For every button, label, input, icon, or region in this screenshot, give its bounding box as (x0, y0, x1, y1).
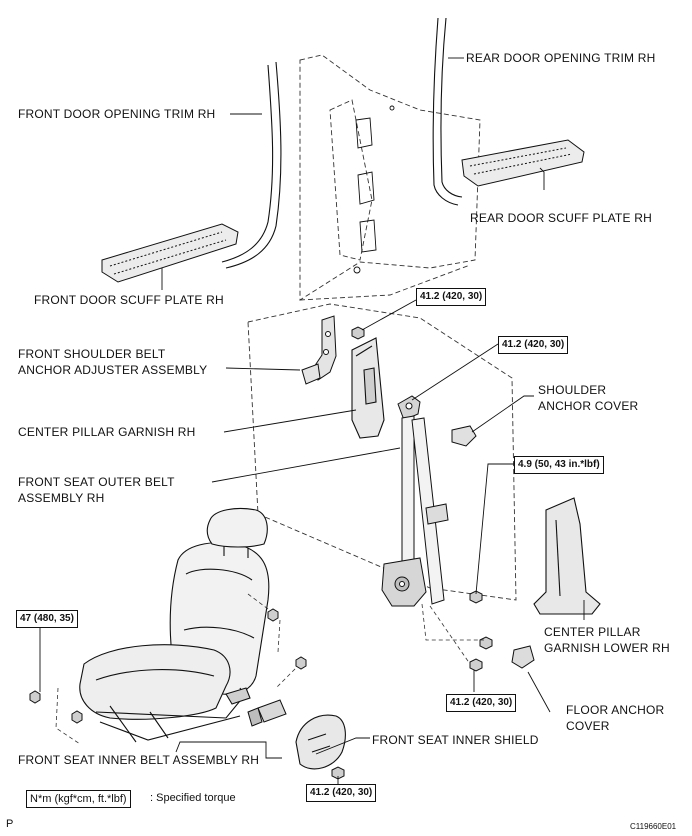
label-outer-belt-line1: FRONT SEAT OUTER BELT (18, 475, 175, 489)
legend-unit-box: N*m (kgf*cm, ft.*lbf) (26, 790, 131, 808)
inner-belt (247, 699, 287, 727)
label-front-door-scuff-plate: FRONT DOOR SCUFF PLATE RH (34, 293, 224, 307)
label-front-door-opening-trim: FRONT DOOR OPENING TRIM RH (18, 107, 216, 121)
inner-shield (295, 714, 346, 770)
retractor (381, 557, 427, 607)
shoulder-anchor (397, 395, 421, 421)
rear-door-opening-trim (432, 17, 463, 206)
label-center-pillar-garnish: CENTER PILLAR GARNISH RH (18, 425, 196, 439)
label-shoulder-anchor-cover-line2: ANCHOR COVER (538, 399, 639, 413)
label-center-pillar-lower-line1: CENTER PILLAR (544, 625, 641, 639)
label-rear-door-opening-trim: REAR DOOR OPENING TRIM RH (466, 51, 656, 65)
torque-retractor-bolt: 4.9 (50, 43 in.*lbf) (514, 456, 604, 474)
torque-shoulder-anchor-bolt: 41.2 (420, 30) (498, 336, 569, 354)
shoulder-belt-adjuster (301, 315, 337, 385)
assembly-dashed-box (247, 303, 517, 601)
label-front-shoulder-belt-line2: ANCHOR ADJUSTER ASSEMBLY (18, 363, 208, 377)
front-door-opening-trim (221, 61, 282, 269)
label-inner-belt: FRONT SEAT INNER BELT ASSEMBLY RH (18, 753, 260, 767)
body-pillar-outline (299, 54, 481, 301)
label-inner-shield: FRONT SEAT INNER SHIELD (372, 733, 539, 747)
torque-inner-belt-bolt: 41.2 (420, 30) (306, 784, 377, 802)
rear-door-scuff-plate (461, 139, 585, 187)
shoulder-anchor-cover (451, 425, 477, 447)
seat-bolts (29, 608, 307, 724)
floor-anchor-dashes (421, 603, 484, 665)
label-floor-anchor-cover-line2: COVER (566, 719, 610, 733)
label-center-pillar-lower-line2: GARNISH LOWER RH (544, 641, 670, 655)
label-rear-door-scuff-plate: REAR DOOR SCUFF PLATE RH (470, 211, 652, 225)
center-pillar-garnish-lower (533, 497, 601, 615)
front-door-scuff-plate (101, 223, 239, 283)
torque-seat-bolt: 47 (480, 35) (16, 610, 78, 628)
adjuster-bolt (351, 326, 365, 340)
seat-dashed-guides (55, 593, 301, 745)
legend-description: : Specified torque (150, 792, 236, 804)
label-outer-belt-line2: ASSEMBLY RH (18, 491, 105, 505)
inner-shield-bolt (331, 766, 345, 780)
label-shoulder-anchor-cover-line1: SHOULDER (538, 383, 607, 397)
corner-letter: P (6, 818, 14, 830)
label-front-shoulder-belt-line1: FRONT SHOULDER BELT (18, 347, 166, 361)
floor-anchor-bolts (469, 636, 493, 672)
torque-adjuster-bolt: 41.2 (420, 30) (416, 288, 487, 306)
front-seat (79, 507, 270, 743)
center-pillar-garnish (351, 337, 385, 439)
figure-code: C119660E01 (630, 822, 677, 831)
label-floor-anchor-cover-line1: FLOOR ANCHOR (566, 703, 665, 717)
pillar-features (353, 105, 395, 274)
torque-floor-anchor-bolt: 41.2 (420, 30) (446, 694, 517, 712)
leader-lines (39, 57, 585, 784)
floor-anchor-cover (511, 645, 535, 669)
